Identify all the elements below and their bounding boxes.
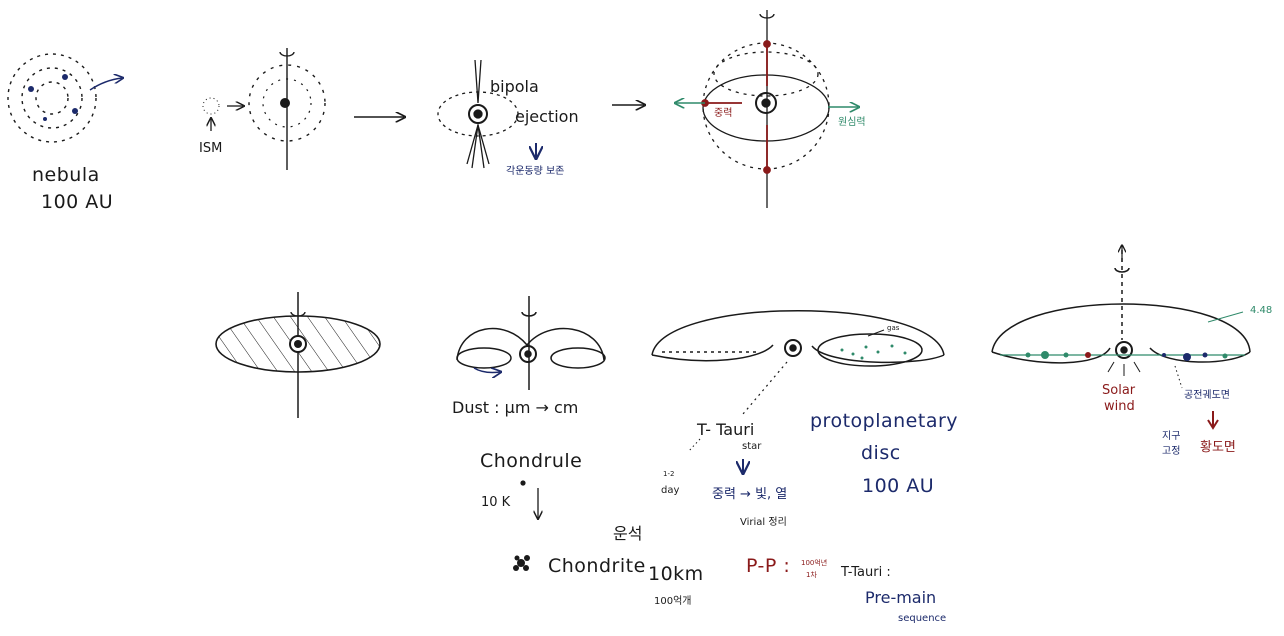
label-pp: P-P : [746, 555, 791, 577]
chondrite-grain [513, 555, 530, 571]
label-chondrite-size: 10km [648, 563, 704, 585]
label-virial: Virial 정리 [740, 517, 787, 528]
label-meteorite: 운석 [613, 524, 643, 543]
label-earth-fixed-top: 지구 [1162, 431, 1181, 442]
label-chondrule: Chondrule [480, 450, 583, 472]
nebula-clumps [28, 74, 78, 121]
dust-torus [456, 296, 606, 390]
label-ism: ISM [199, 141, 223, 156]
disc-gas-particles [840, 344, 907, 360]
label-nebula: nebula [32, 164, 100, 186]
label-bipola: bipola [490, 77, 539, 96]
label-pp-unit: 1차 [806, 571, 817, 579]
centrifugal-vectors [676, 103, 858, 107]
label-centrifugal: 원심력 [838, 117, 866, 128]
label-sequence: sequence [898, 613, 947, 624]
label-disc: disc [861, 442, 901, 464]
label-gas: gas [887, 324, 900, 332]
label-day-top: 1-2 [663, 470, 675, 478]
day-pointer [687, 438, 701, 453]
planets [1025, 351, 1228, 361]
age-pointer [1207, 311, 1244, 323]
gravity-vectors [701, 40, 771, 174]
collapsing-cloud [248, 48, 326, 170]
orbital-plane-pointer [1174, 365, 1183, 389]
label-pp-years: 100억년 [801, 559, 828, 567]
label-ttauri-star-word: star [742, 441, 762, 452]
label-chondrule-size: 10 K [481, 495, 511, 510]
label-orbital-plane: 공전궤도면 [1184, 390, 1230, 401]
label-protoplanetary: protoplanetary [810, 410, 959, 432]
orbit-to-ecliptic-arrowhead [1207, 419, 1219, 430]
label-gravity-to-light: 중력 → 빛, 열 [712, 487, 788, 502]
bipolar-ejection-sketch [437, 59, 519, 169]
label-ecliptic: 황도면 [1200, 440, 1236, 455]
label-pre-main: Pre-main [865, 588, 937, 607]
ism-cloud [202, 97, 220, 115]
label-disc-size: 100 AU [862, 475, 935, 497]
nebula-cloud [7, 53, 97, 143]
label-ttauri-pre: T-Tauri : [841, 565, 891, 580]
label-wind: wind [1104, 399, 1135, 414]
gas-pointer [867, 329, 885, 337]
label-day-bottom: day [661, 485, 680, 496]
label-angular-momentum: 각운동량 보존 [506, 166, 565, 177]
label-earth-fixed-bottom: 고정 [1162, 446, 1181, 457]
protoplanetary-disc [651, 310, 945, 367]
label-age: 4.48 [1250, 305, 1273, 316]
label-gravity: 중력 [714, 108, 733, 119]
solar-system-disc [991, 250, 1251, 364]
label-chondrite: Chondrite [548, 555, 646, 577]
label-ttauri-star-name: T- Tauri [697, 420, 755, 439]
flattened-disc [215, 292, 381, 418]
label-nebula-size: 100 AU [41, 191, 114, 213]
nebula-escape-arrow [89, 78, 122, 91]
label-ejection: ejection [515, 107, 579, 126]
dust-infall-arrow [473, 368, 500, 373]
chondrule-dot [520, 480, 526, 486]
label-solar: Solar [1102, 383, 1136, 398]
label-dust: Dust : μm → cm [452, 398, 579, 417]
solar-wind-rays [1107, 361, 1141, 376]
ttauri-pointer [742, 361, 788, 415]
label-chondrite-count: 100억개 [654, 596, 692, 607]
